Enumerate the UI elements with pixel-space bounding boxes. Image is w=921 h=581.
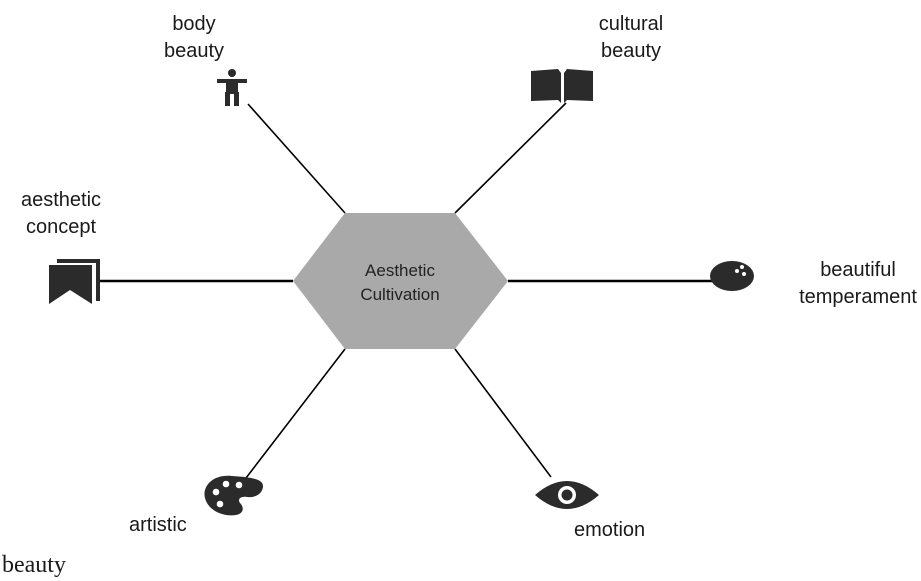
connector-body-beauty <box>247 103 346 214</box>
beauty-label: beauty <box>2 552 66 578</box>
emotion-label: emotion <box>574 519 646 541</box>
beautiful-temperament-label-line-1: beautiful <box>820 259 896 281</box>
connector-artistic-beauty <box>245 348 346 479</box>
eye-icon <box>535 481 599 509</box>
bowling-ball-icon <box>710 261 754 291</box>
beautiful-temperament-label: beautiful temperament <box>797 257 919 311</box>
connector-emotion <box>454 348 552 478</box>
aesthetic-concept-label-line-1: aesthetic <box>20 189 102 211</box>
artistic-label: artistic <box>129 514 187 536</box>
body-beauty-label-line-2: beauty <box>163 40 225 62</box>
center-hexagon <box>293 213 508 349</box>
aesthetic-concept-label-line-2: concept <box>25 216 97 238</box>
center-label: Aesthetic Cultivation <box>310 259 490 307</box>
cultural-beauty-label: cultural beauty <box>576 11 686 65</box>
person-icon <box>217 69 247 106</box>
center-label-line-2: Cultivation <box>360 285 440 304</box>
center-label-line-1: Aesthetic <box>365 261 435 280</box>
cultural-beauty-label-line-1: cultural <box>598 13 664 35</box>
open-book-icon <box>531 69 593 103</box>
body-beauty-label-line-1: body <box>172 13 216 35</box>
beautiful-temperament-label-line-2: temperament <box>799 286 917 308</box>
palette-icon <box>204 475 263 516</box>
cultural-beauty-label-line-2: beauty <box>600 40 662 62</box>
aesthetic-concept-label: aesthetic concept <box>3 187 119 241</box>
bookmarks-icon <box>49 259 100 304</box>
connector-cultural-beauty <box>454 102 567 214</box>
body-beauty-label: body beauty <box>139 11 249 65</box>
